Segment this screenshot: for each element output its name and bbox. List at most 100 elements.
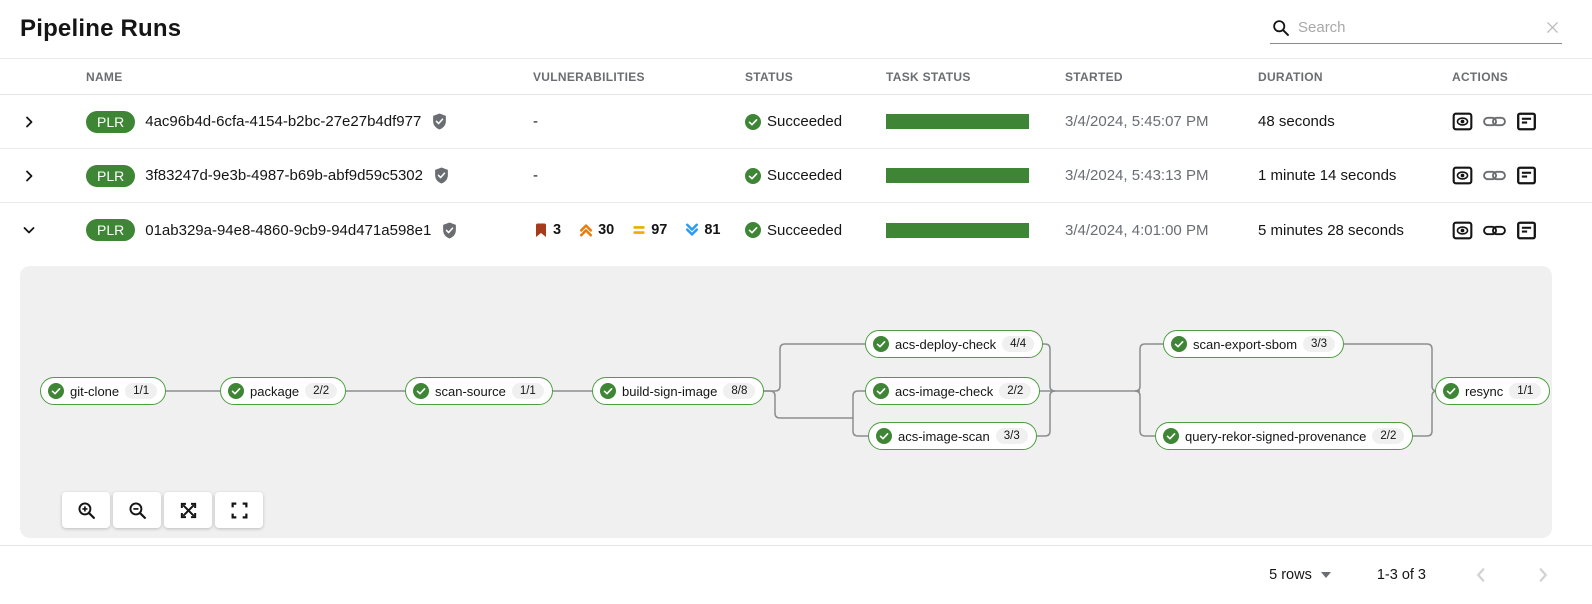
task-status-bar — [886, 222, 1029, 238]
page-title: Pipeline Runs — [20, 15, 182, 42]
status-text: Succeeded — [767, 113, 843, 130]
task-node-scan-source[interactable]: scan-source 1/1 — [405, 377, 553, 405]
task-step-count: 3/3 — [1303, 336, 1336, 352]
started-timestamp: 3/4/2024, 5:43:13 PM — [1065, 167, 1209, 184]
header-vulnerabilities: VULNERABILITIES — [533, 69, 645, 84]
reset-view-button[interactable] — [215, 492, 263, 528]
view-logs-button[interactable] — [1516, 111, 1537, 132]
task-node-label: git-clone — [70, 383, 120, 399]
table-row-expanded: PLR 01ab329a-94e8-4860-9cb9-94d471a598e1… — [0, 203, 1592, 257]
table-header: NAME VULNERABILITIES STATUS TASK STATUS … — [0, 58, 1592, 95]
status-text: Succeeded — [767, 167, 843, 184]
collapse-row-button[interactable] — [21, 221, 39, 239]
task-node-label: scan-source — [435, 383, 506, 399]
duration-text: 5 minutes 28 seconds — [1258, 221, 1404, 239]
previous-page-button[interactable] — [1472, 566, 1490, 584]
header-name: NAME — [86, 69, 123, 84]
task-step-count: 4/4 — [1002, 336, 1035, 352]
zoom-out-button[interactable] — [113, 492, 161, 528]
header-started: STARTED — [1065, 69, 1123, 84]
medium-count: 97 — [651, 222, 668, 238]
task-node-acs-image-scan[interactable]: acs-image-scan 3/3 — [868, 422, 1037, 450]
expand-row-button[interactable] — [21, 113, 39, 131]
view-output-button[interactable] — [1452, 111, 1473, 132]
plr-badge: PLR — [86, 110, 136, 133]
task-success-icon — [413, 383, 429, 399]
task-node-scan-export-sbom[interactable]: scan-export-sbom 3/3 — [1163, 330, 1345, 358]
task-status-bar — [886, 168, 1029, 183]
status-cell: Succeeded — [745, 113, 886, 130]
success-check-icon — [745, 114, 761, 130]
plr-badge: PLR — [86, 164, 136, 187]
header-task-status: TASK STATUS — [886, 69, 971, 84]
task-node-acs-deploy-check[interactable]: acs-deploy-check 4/4 — [865, 330, 1044, 358]
chevron-down-icon — [21, 222, 37, 238]
started-timestamp: 3/4/2024, 4:01:00 PM — [1065, 221, 1209, 239]
caret-down-icon — [1321, 572, 1331, 578]
medium-severity: 97 — [631, 222, 667, 238]
task-node-label: build-sign-image — [622, 383, 718, 399]
critical-count: 3 — [553, 222, 562, 238]
low-count: 81 — [704, 222, 721, 238]
task-node-package[interactable]: package 2/2 — [220, 377, 347, 405]
task-success-icon — [228, 383, 244, 399]
fullscreen-icon — [230, 501, 249, 520]
high-severity-icon — [578, 222, 594, 238]
task-node-build-sign-image[interactable]: build-sign-image 8/8 — [592, 377, 765, 405]
task-node-git-clone[interactable]: git-clone 1/1 — [40, 377, 167, 405]
task-step-count: 2/2 — [1372, 428, 1405, 444]
zoom-in-button[interactable] — [62, 492, 110, 528]
task-step-count: 8/8 — [723, 383, 756, 399]
success-check-icon — [745, 222, 761, 238]
shield-check-icon — [433, 167, 450, 184]
pipeline-visualization-panel: git-clone 1/1 package 2/2 scan-source 1/… — [20, 266, 1552, 538]
header-actions: ACTIONS — [1452, 69, 1509, 84]
graph-controls — [62, 492, 263, 528]
task-node-resync[interactable]: resync 1/1 — [1435, 377, 1551, 405]
rows-per-page-select[interactable]: 5 rows — [1269, 567, 1331, 583]
clear-search-icon[interactable] — [1545, 20, 1560, 35]
logs-icon — [1516, 220, 1537, 241]
next-page-button[interactable] — [1534, 566, 1552, 584]
pipeline-run-name: 3f83247d-9e3b-4987-b69b-abf9d59c5302 — [145, 167, 423, 184]
task-node-acs-image-check[interactable]: acs-image-check 2/2 — [865, 377, 1041, 405]
copy-link-button[interactable] — [1483, 113, 1506, 130]
vulnerabilities-cell: - — [533, 167, 538, 184]
table-row: PLR 4ac96b4d-6cfa-4154-b2bc-27e27b4df977… — [0, 95, 1592, 149]
task-step-count: 2/2 — [305, 383, 338, 399]
task-node-label: acs-deploy-check — [895, 336, 997, 352]
copy-link-button[interactable] — [1483, 222, 1506, 239]
task-success-icon — [1171, 336, 1187, 352]
view-output-button[interactable] — [1452, 165, 1473, 186]
task-success-icon — [873, 336, 889, 352]
pagination-range: 1-3 of 3 — [1376, 566, 1426, 583]
task-step-count: 1/1 — [511, 383, 544, 399]
eye-icon — [1452, 220, 1473, 241]
task-node-label: scan-export-sbom — [1193, 336, 1298, 352]
zoom-out-icon — [128, 501, 147, 520]
view-logs-button[interactable] — [1516, 220, 1537, 241]
vulnerabilities-cell: - — [533, 113, 538, 130]
view-output-button[interactable] — [1452, 220, 1473, 241]
success-check-icon — [745, 168, 761, 184]
vulnerabilities-cell: 3 30 97 81 — [533, 222, 745, 238]
high-severity: 30 — [578, 222, 614, 238]
eye-icon — [1452, 165, 1473, 186]
task-node-query-rekor-signed-provenance[interactable]: query-rekor-signed-provenance 2/2 — [1155, 422, 1414, 450]
started-timestamp: 3/4/2024, 5:45:07 PM — [1065, 113, 1209, 130]
task-success-icon — [876, 428, 892, 444]
copy-link-button[interactable] — [1483, 167, 1506, 184]
pagination-footer: 5 rows 1-3 of 3 — [0, 546, 1592, 603]
search-input[interactable] — [1298, 19, 1536, 36]
zoom-in-icon — [77, 501, 96, 520]
task-node-label: package — [250, 383, 300, 399]
status-cell: Succeeded — [745, 222, 886, 239]
search-icon — [1272, 19, 1289, 36]
logs-icon — [1516, 165, 1537, 186]
status-text: Succeeded — [767, 221, 843, 239]
view-logs-button[interactable] — [1516, 165, 1537, 186]
status-cell: Succeeded — [745, 167, 886, 184]
expand-row-button[interactable] — [21, 167, 39, 185]
fit-to-screen-button[interactable] — [164, 492, 212, 528]
